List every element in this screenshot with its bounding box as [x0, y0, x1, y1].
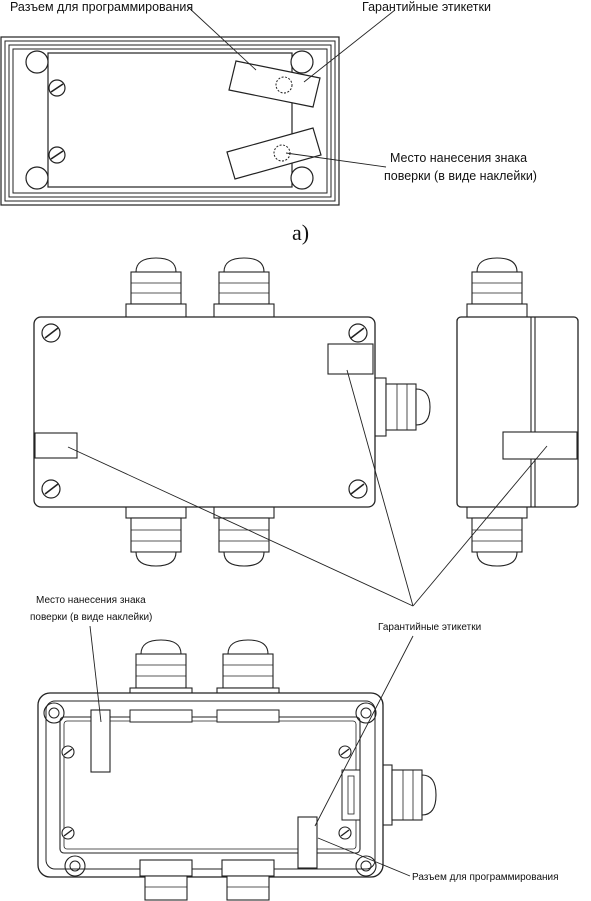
label-verification-mark-b-line1: Место нанесения знака [36, 595, 146, 606]
screw-head [338, 745, 352, 759]
junction-box-side-view [456, 257, 579, 567]
cable-gland [466, 505, 528, 567]
cable-gland [125, 505, 187, 567]
label-verification-mark-a-line1: Место нанесения знака [390, 151, 527, 165]
screw-head [48, 146, 66, 164]
junction-box-front-view [33, 257, 431, 567]
corner-mount-hole [355, 702, 377, 724]
label-warranty-labels-a: Гарантийные этикетки [362, 0, 491, 14]
screw-head [61, 745, 75, 759]
leader-line [303, 9, 396, 83]
screw-head [41, 479, 61, 499]
label-programming-connector-a: Разъем для программирования [10, 0, 193, 14]
cable-gland [373, 377, 431, 437]
panel-device-front-view [0, 6, 396, 206]
leader-line [317, 837, 411, 877]
corner-mount-hole [64, 855, 86, 877]
figure-caption-a: а) [292, 220, 309, 245]
cable-gland [213, 257, 275, 319]
cable-gland [139, 859, 193, 901]
cable-gland [216, 639, 280, 699]
warranty-leader-lines [67, 369, 548, 607]
leader-line [89, 625, 102, 723]
leader-line [187, 6, 257, 71]
screw-head [48, 79, 66, 97]
label-verification-mark-a-line2: поверки (в виде наклейки) [384, 169, 537, 183]
screw-head [348, 323, 368, 343]
corner-hole [25, 166, 49, 190]
cable-gland [213, 505, 275, 567]
junction-box-open-view [37, 625, 437, 901]
cable-gland [129, 639, 193, 699]
corner-hole [290, 166, 314, 190]
cable-gland [379, 764, 437, 826]
warranty-label-sticker [34, 432, 78, 459]
cable-gland [221, 859, 275, 901]
warranty-label-sticker [228, 60, 321, 108]
label-programming-connector-b: Разъем для программирования [412, 872, 559, 883]
cable-gland [466, 257, 528, 319]
label-warranty-labels-b: Гарантийные этикетки [378, 622, 481, 633]
corner-hole [290, 50, 314, 74]
programming-connector [297, 816, 318, 869]
screw-head [338, 826, 352, 840]
corner-mount-hole [355, 855, 377, 877]
corner-hole [25, 50, 49, 74]
screw-head [61, 826, 75, 840]
corner-mount-hole [43, 702, 65, 724]
cable-gland [125, 257, 187, 319]
label-verification-mark-b-line2: поверки (в виде наклейки) [30, 612, 152, 623]
leader-line [285, 152, 387, 168]
warranty-label-sticker [327, 343, 374, 375]
screw-head [348, 479, 368, 499]
verification-mark-sticker [90, 709, 111, 773]
warranty-label-sticker [226, 127, 322, 180]
screw-head [41, 323, 61, 343]
leader-line [314, 635, 414, 827]
